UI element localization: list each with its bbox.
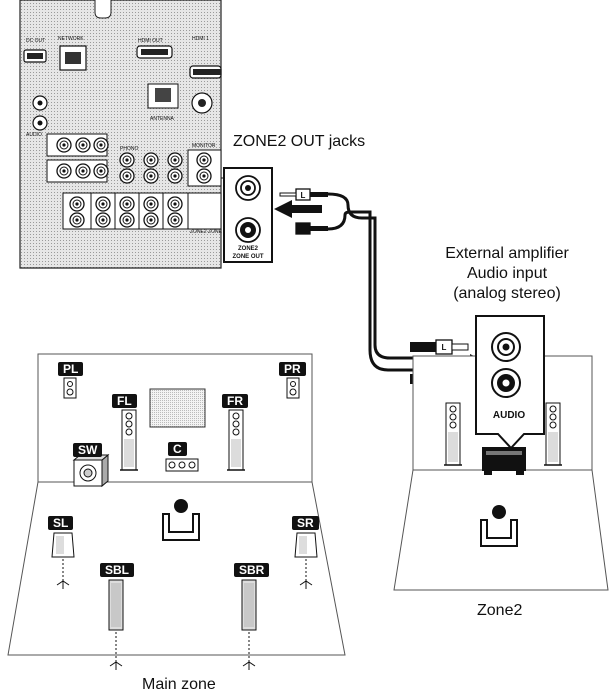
rca-jack	[168, 213, 182, 227]
speaker-c	[166, 459, 198, 471]
zone2-label: Zone2	[477, 601, 522, 620]
rca-jack	[144, 153, 158, 167]
rca-jack	[144, 213, 158, 227]
rca-jack	[96, 213, 110, 227]
plug-label-zone2: L	[301, 191, 306, 200]
amp-title-line1: External amplifier	[400, 244, 611, 263]
speaker-fl	[120, 410, 138, 470]
speaker-sbr	[242, 580, 256, 670]
speaker-tag-fl: FL	[112, 394, 137, 408]
speaker-sbl	[109, 580, 123, 670]
speaker-tag-sl: SL	[48, 516, 73, 530]
speaker-fr	[227, 410, 245, 470]
svg-text:HDMI OUT: HDMI OUT	[138, 38, 163, 44]
rca-jack	[94, 138, 108, 152]
rca-jack	[76, 138, 90, 152]
rca-jack	[96, 197, 110, 211]
speaker-pr	[287, 378, 299, 398]
speaker-tag-pl: PL	[58, 362, 83, 376]
external-amp-panel	[476, 316, 544, 448]
svg-text:PHONO: PHONO	[120, 146, 138, 152]
zone2-speaker-left	[444, 403, 462, 465]
speaker-tag-sr: SR	[292, 516, 319, 530]
rca-jack	[197, 169, 211, 183]
zone2-panel-label-2: ZONE OUT	[233, 254, 264, 260]
amp-audio-label: AUDIO	[493, 410, 525, 421]
rca-jack	[144, 169, 158, 183]
rca-jack	[197, 153, 211, 167]
rca-jack	[57, 138, 71, 152]
rca-jack	[94, 164, 108, 178]
rca-jack	[168, 197, 182, 211]
speaker-pl	[64, 378, 76, 398]
speaker-tag-sbl: SBL	[100, 563, 134, 577]
zone2-panel-label-1: ZONE2	[238, 246, 259, 252]
rca-jack	[120, 169, 134, 183]
rca-jack	[120, 153, 134, 167]
speaker-sw	[74, 455, 108, 486]
amp-title-line3: (analog stereo)	[400, 284, 611, 303]
zone2-speaker-right	[544, 403, 562, 465]
rca-jack	[120, 197, 134, 211]
rca-jack	[120, 213, 134, 227]
plug-label-amp: L	[442, 343, 447, 352]
rca-jack	[144, 197, 158, 211]
rca-jack	[57, 164, 71, 178]
main-zone-label: Main zone	[142, 675, 216, 694]
speaker-tag-pr: PR	[279, 362, 306, 376]
svg-text:ANTENNA: ANTENNA	[150, 116, 175, 122]
amplifier-unit	[482, 447, 526, 475]
receiver-rear-panel	[20, 0, 221, 268]
zone2-out-jacks-title: ZONE2 OUT jacks	[233, 132, 365, 151]
speaker-tag-sw: SW	[73, 443, 102, 457]
rca-jack	[70, 213, 84, 227]
svg-text:DC OUT: DC OUT	[26, 38, 45, 44]
svg-text:AUDIO: AUDIO	[26, 132, 42, 138]
rca-jack	[70, 197, 84, 211]
svg-text:HDMI 1: HDMI 1	[192, 36, 209, 42]
speaker-tag-c: C	[168, 442, 187, 456]
amp-title-line2: Audio input	[400, 264, 611, 283]
speaker-tag-sbr: SBR	[234, 563, 269, 577]
svg-text:NETWORK: NETWORK	[58, 36, 84, 42]
tv-screen	[150, 389, 205, 427]
rca-jack	[76, 164, 90, 178]
speaker-tag-fr: FR	[222, 394, 248, 408]
rca-jack	[168, 153, 182, 167]
svg-text:MONITOR: MONITOR	[192, 143, 216, 149]
rca-jack	[168, 169, 182, 183]
